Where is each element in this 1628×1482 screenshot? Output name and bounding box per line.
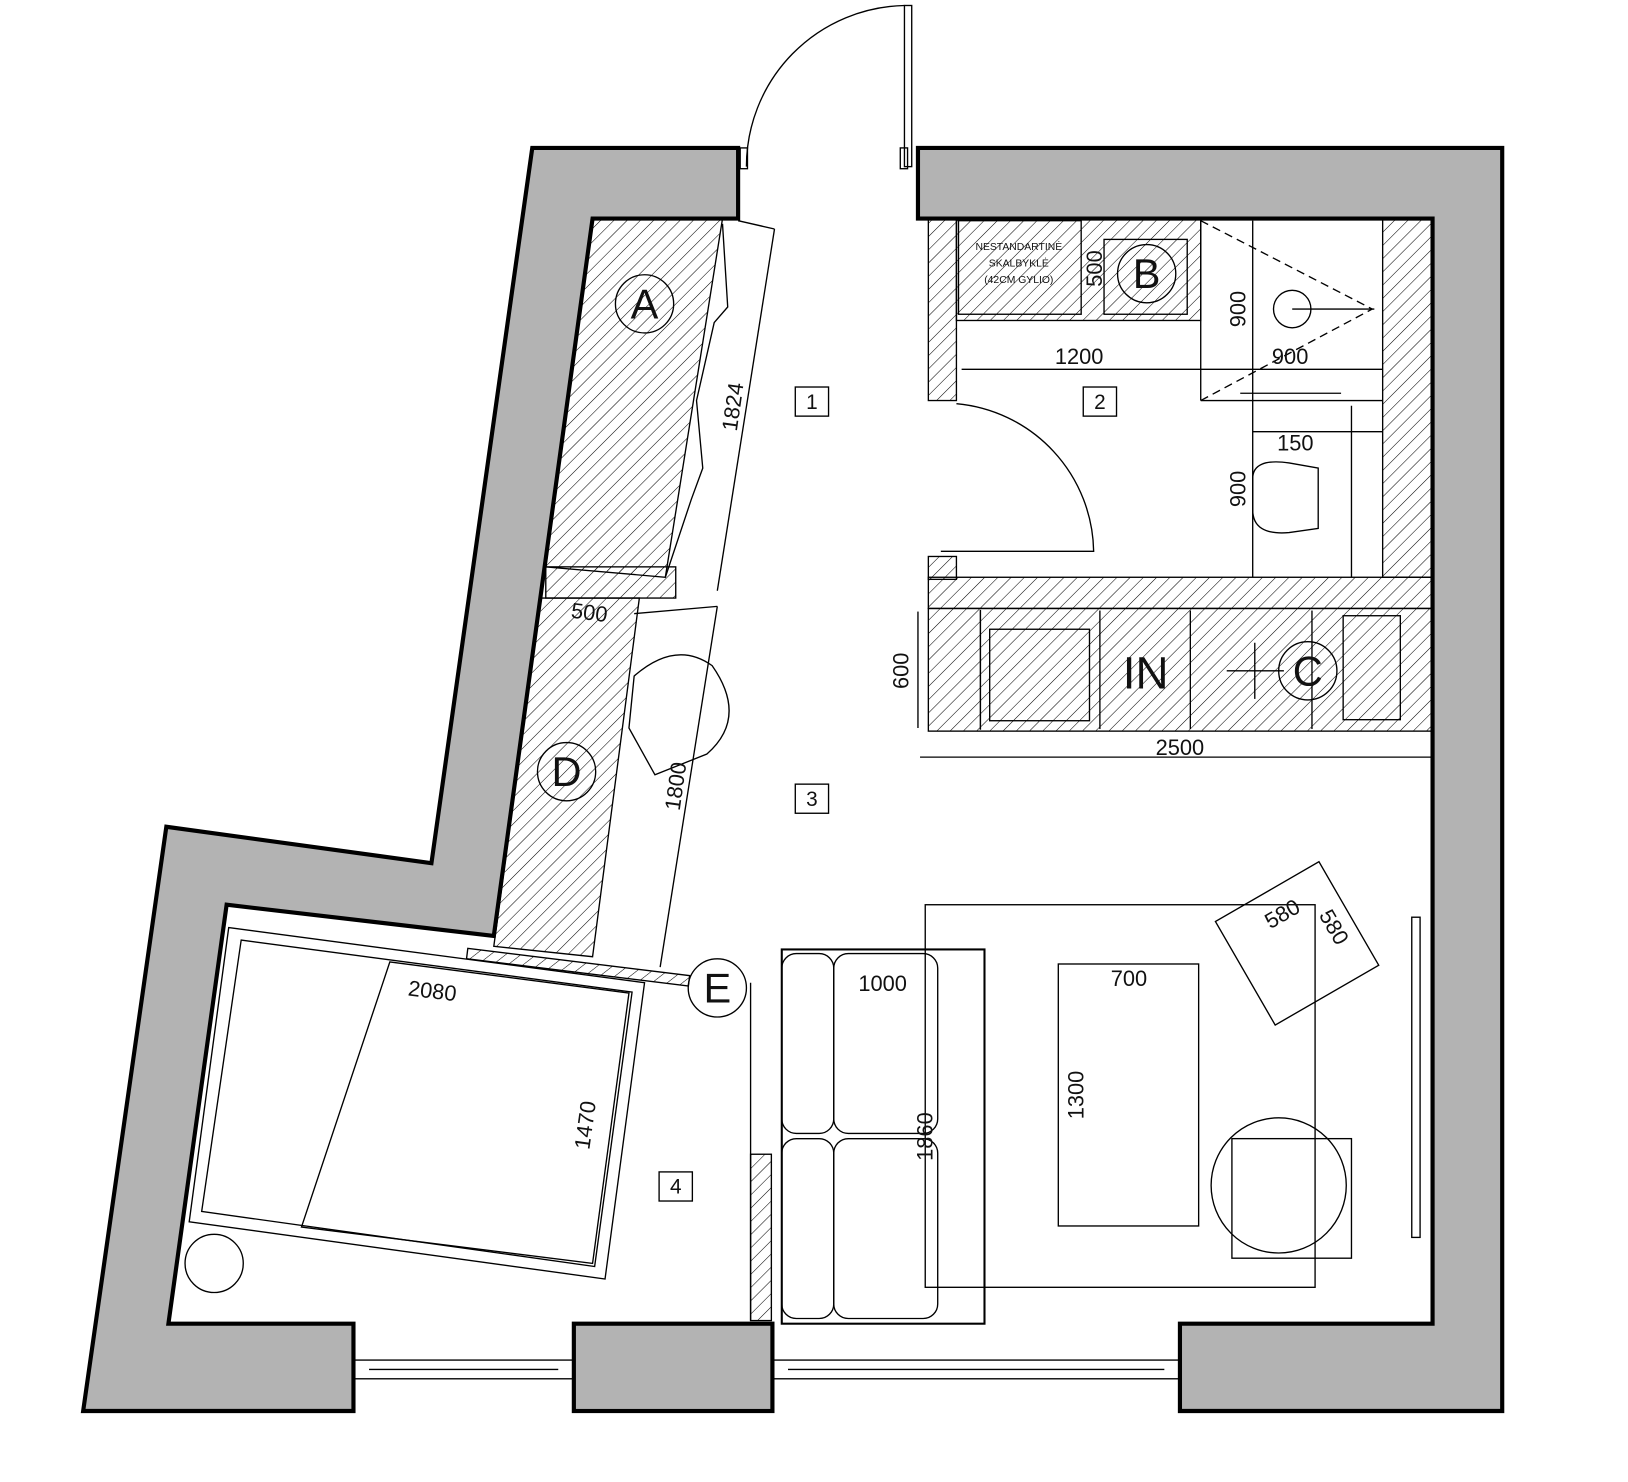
dim-shower-d: 900 — [1225, 291, 1250, 327]
desk-d — [493, 597, 641, 958]
cooktop-icon — [1342, 615, 1402, 721]
dim-sofa-width: 1000 — [858, 971, 907, 996]
wall-left — [80, 145, 741, 1414]
dim-bed-length: 2080 — [407, 975, 458, 1006]
svg-text:E: E — [703, 964, 731, 1011]
washer-cabinet — [955, 217, 1202, 322]
dim-bed-width: 1470 — [569, 1099, 601, 1151]
svg-text:C: C — [1293, 647, 1323, 694]
dim-shower-w: 900 — [1272, 344, 1308, 369]
svg-text:B: B — [1133, 250, 1161, 297]
rug — [924, 904, 1316, 1288]
bed — [188, 926, 646, 1280]
zone-label-d: D — [536, 741, 597, 802]
zone-label-c: C — [1278, 641, 1338, 701]
bath-wall-right — [1381, 217, 1434, 578]
plant-icon — [184, 1233, 244, 1294]
dim-table-length: 1300 — [1063, 1071, 1088, 1120]
bathroom-door[interactable] — [940, 402, 1095, 552]
armchair-with-person — [1210, 1117, 1353, 1259]
partition — [545, 566, 677, 599]
coffee-table — [1057, 963, 1200, 1227]
svg-text:4: 4 — [670, 1176, 682, 1199]
svg-text:D: D — [552, 748, 582, 795]
bath-wall-bottom — [927, 576, 1434, 610]
dim-wc-gap: 150 — [1277, 430, 1313, 455]
wall-bottom-middle — [571, 1321, 775, 1414]
svg-text:A: A — [631, 280, 659, 327]
room-number-4: 4 — [658, 1171, 694, 1202]
bath-wall-left — [927, 217, 958, 402]
svg-text:2: 2 — [1094, 391, 1106, 414]
dim-hall-width: 1200 — [1055, 344, 1104, 369]
dim-kitchen-length: 2500 — [1156, 735, 1205, 760]
tv-unit — [1411, 916, 1421, 1239]
dim-washer-depth: 500 — [1082, 250, 1107, 286]
sofa — [780, 948, 986, 1325]
svg-text:3: 3 — [806, 788, 818, 811]
svg-text:NESTANDARTINĖ: NESTANDARTINĖ — [975, 240, 1062, 253]
window-bedroom — [352, 1359, 575, 1380]
zone-label-a: A — [614, 274, 675, 334]
room-number-2: 2 — [1082, 386, 1118, 417]
zone-label-e: E — [687, 958, 748, 1018]
kitchen-counter-c — [927, 607, 1434, 732]
sink-icon — [989, 628, 1091, 722]
entrance-door[interactable] — [739, 4, 913, 170]
dim-wc-depth: 900 — [1225, 471, 1250, 507]
dim-wardrobe-depth: 500 — [570, 598, 609, 627]
svg-text:1: 1 — [806, 391, 818, 414]
room-number-3: 3 — [794, 783, 830, 814]
room-number-1: 1 — [794, 386, 830, 417]
dim-kitchen-depth: 600 — [889, 653, 914, 689]
kitchen-mark: IN — [1123, 648, 1169, 699]
armchair — [1214, 860, 1380, 1026]
svg-text:(42CM GYLIO): (42CM GYLIO) — [984, 275, 1053, 286]
toilet-icon — [1252, 461, 1319, 534]
dim-table-width: 700 — [1111, 966, 1147, 991]
window-living — [771, 1359, 1181, 1380]
zone-label-b: B — [1116, 243, 1177, 304]
washer-note: NESTANDARTINĖ SKALBYKLĖ (42CM GYLIO) — [975, 240, 1062, 286]
dim-sofa-length: 1860 — [913, 1112, 938, 1161]
dim-armchair-w: 580 — [1260, 894, 1304, 934]
chair-icon — [628, 654, 730, 776]
svg-text:SKALBYKLĖ: SKALBYKLĖ — [989, 256, 1049, 269]
